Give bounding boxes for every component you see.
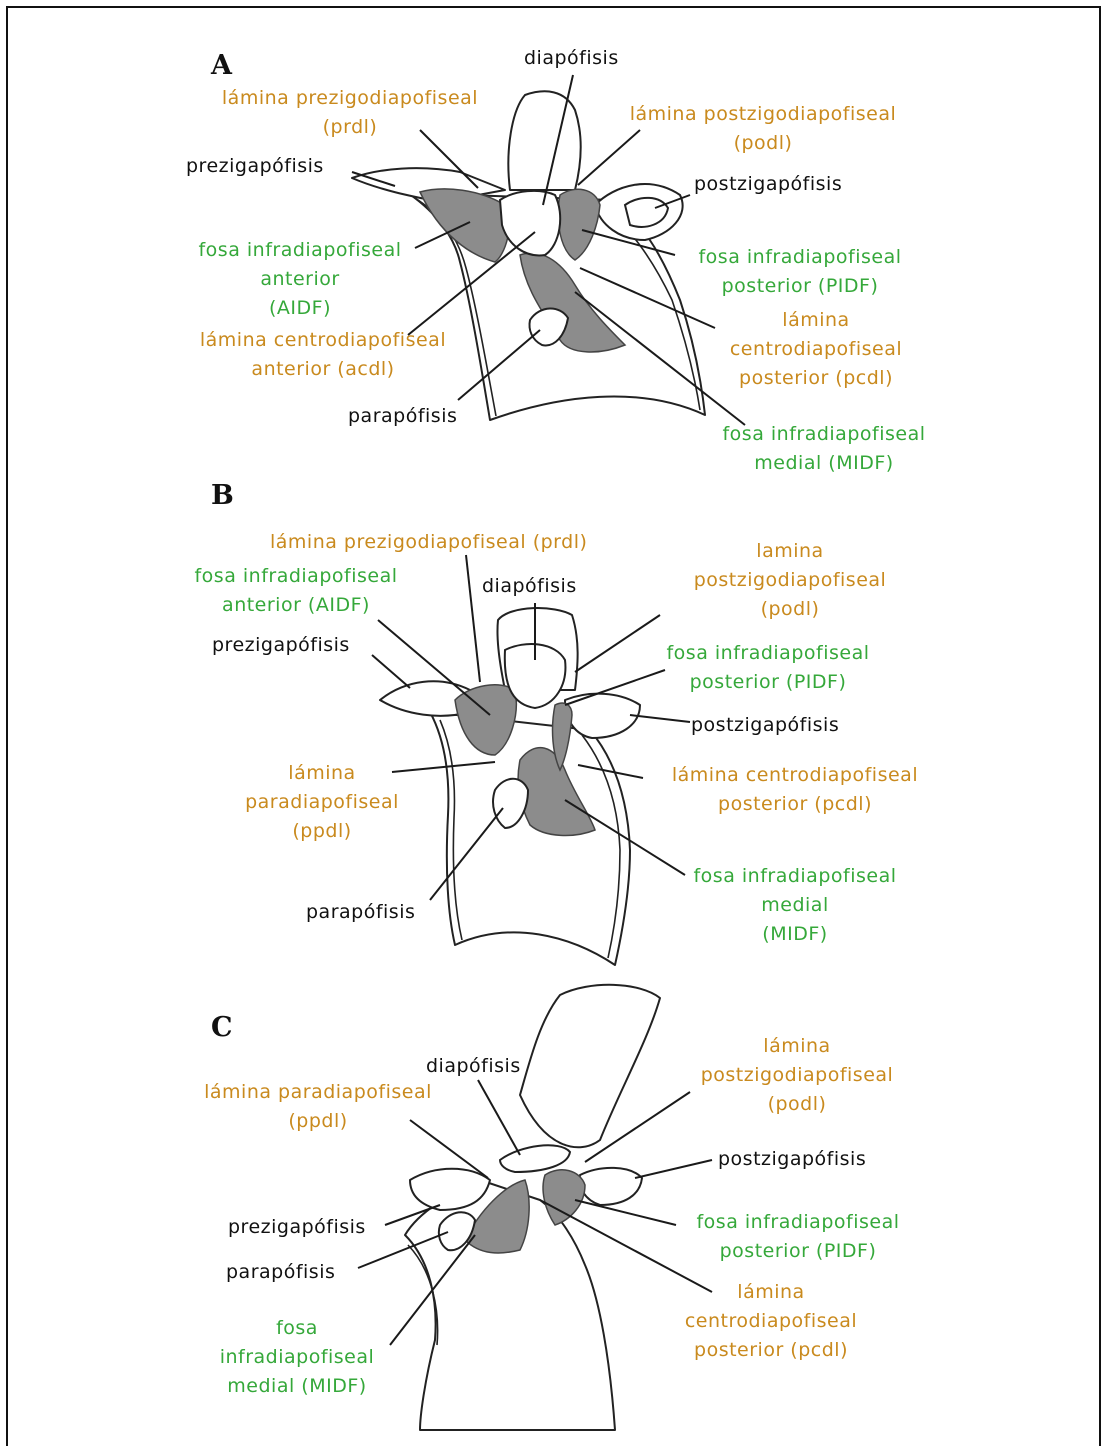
label-b-pcdl: lámina centrodiapofiseal posterior (pcdl…	[649, 761, 941, 819]
label-b-parapofisis: parapófisis	[306, 898, 415, 927]
label-c-podl: lámina postzigodiapofiseal (podl)	[684, 1032, 910, 1119]
panel-b-drawing	[372, 555, 690, 965]
panel-b-letter: B	[211, 480, 234, 511]
label-a-midf: fosa infradiapofiseal medial (MIDF)	[705, 420, 943, 478]
label-b-prezigapofisis: prezigapófisis	[212, 631, 350, 660]
label-c-diapofisis: diapófisis	[426, 1052, 521, 1081]
label-c-ppdl: lámina paradiapofiseal (ppdl)	[182, 1078, 454, 1136]
label-b-prdl: lámina prezigodiapofiseal (prdl)	[270, 528, 587, 557]
label-a-diapofisis: diapófisis	[524, 44, 619, 73]
label-b-diapofisis: diapófisis	[482, 572, 577, 601]
label-c-pcdl: lámina centrodiapofiseal posterior (pcdl…	[670, 1278, 872, 1365]
label-c-midf: fosa infradiapofiseal medial (MIDF)	[207, 1314, 387, 1401]
panel-c-drawing	[358, 985, 712, 1430]
label-c-postzigapofisis: postzigapófisis	[718, 1145, 866, 1174]
label-b-podl: lamina postzigodiapofiseal (podl)	[677, 537, 903, 624]
label-c-pidf: fosa infradiapofiseal posterior (PIDF)	[680, 1208, 916, 1266]
label-a-parapofisis: parapófisis	[348, 402, 457, 431]
panel-c-letter: C	[211, 1012, 233, 1043]
label-a-pcdl: lámina centrodiapofiseal posterior (pcdl…	[715, 306, 917, 393]
label-a-pidf: fosa infradiapofiseal posterior (PIDF)	[680, 243, 920, 301]
label-c-parapofisis: parapófisis	[226, 1258, 335, 1287]
label-a-podl: lámina postzigodiapofiseal (podl)	[606, 100, 920, 158]
panel-a-letter: A	[211, 50, 232, 81]
label-c-prezigapofisis: prezigapófisis	[228, 1213, 366, 1242]
label-a-postzigapofisis: postzigapófisis	[694, 170, 842, 199]
label-a-aidf: fosa infradiapofiseal anterior (AIDF)	[180, 236, 420, 323]
label-b-postzigapofisis: postzigapófisis	[691, 711, 839, 740]
label-a-acdl: lámina centrodiapofiseal anterior (acdl)	[178, 326, 468, 384]
label-b-midf: fosa infradiapofiseal medial (MIDF)	[676, 862, 914, 949]
label-b-ppdl: lámina paradiapofiseal (ppdl)	[232, 759, 412, 846]
label-a-prezigapofisis: prezigapófisis	[186, 152, 324, 181]
label-b-pidf: fosa infradiapofiseal posterior (PIDF)	[650, 639, 886, 697]
label-a-prdl: lámina prezigodiapofiseal (prdl)	[196, 84, 504, 142]
label-b-aidf: fosa infradiapofiseal anterior (AIDF)	[188, 562, 404, 620]
